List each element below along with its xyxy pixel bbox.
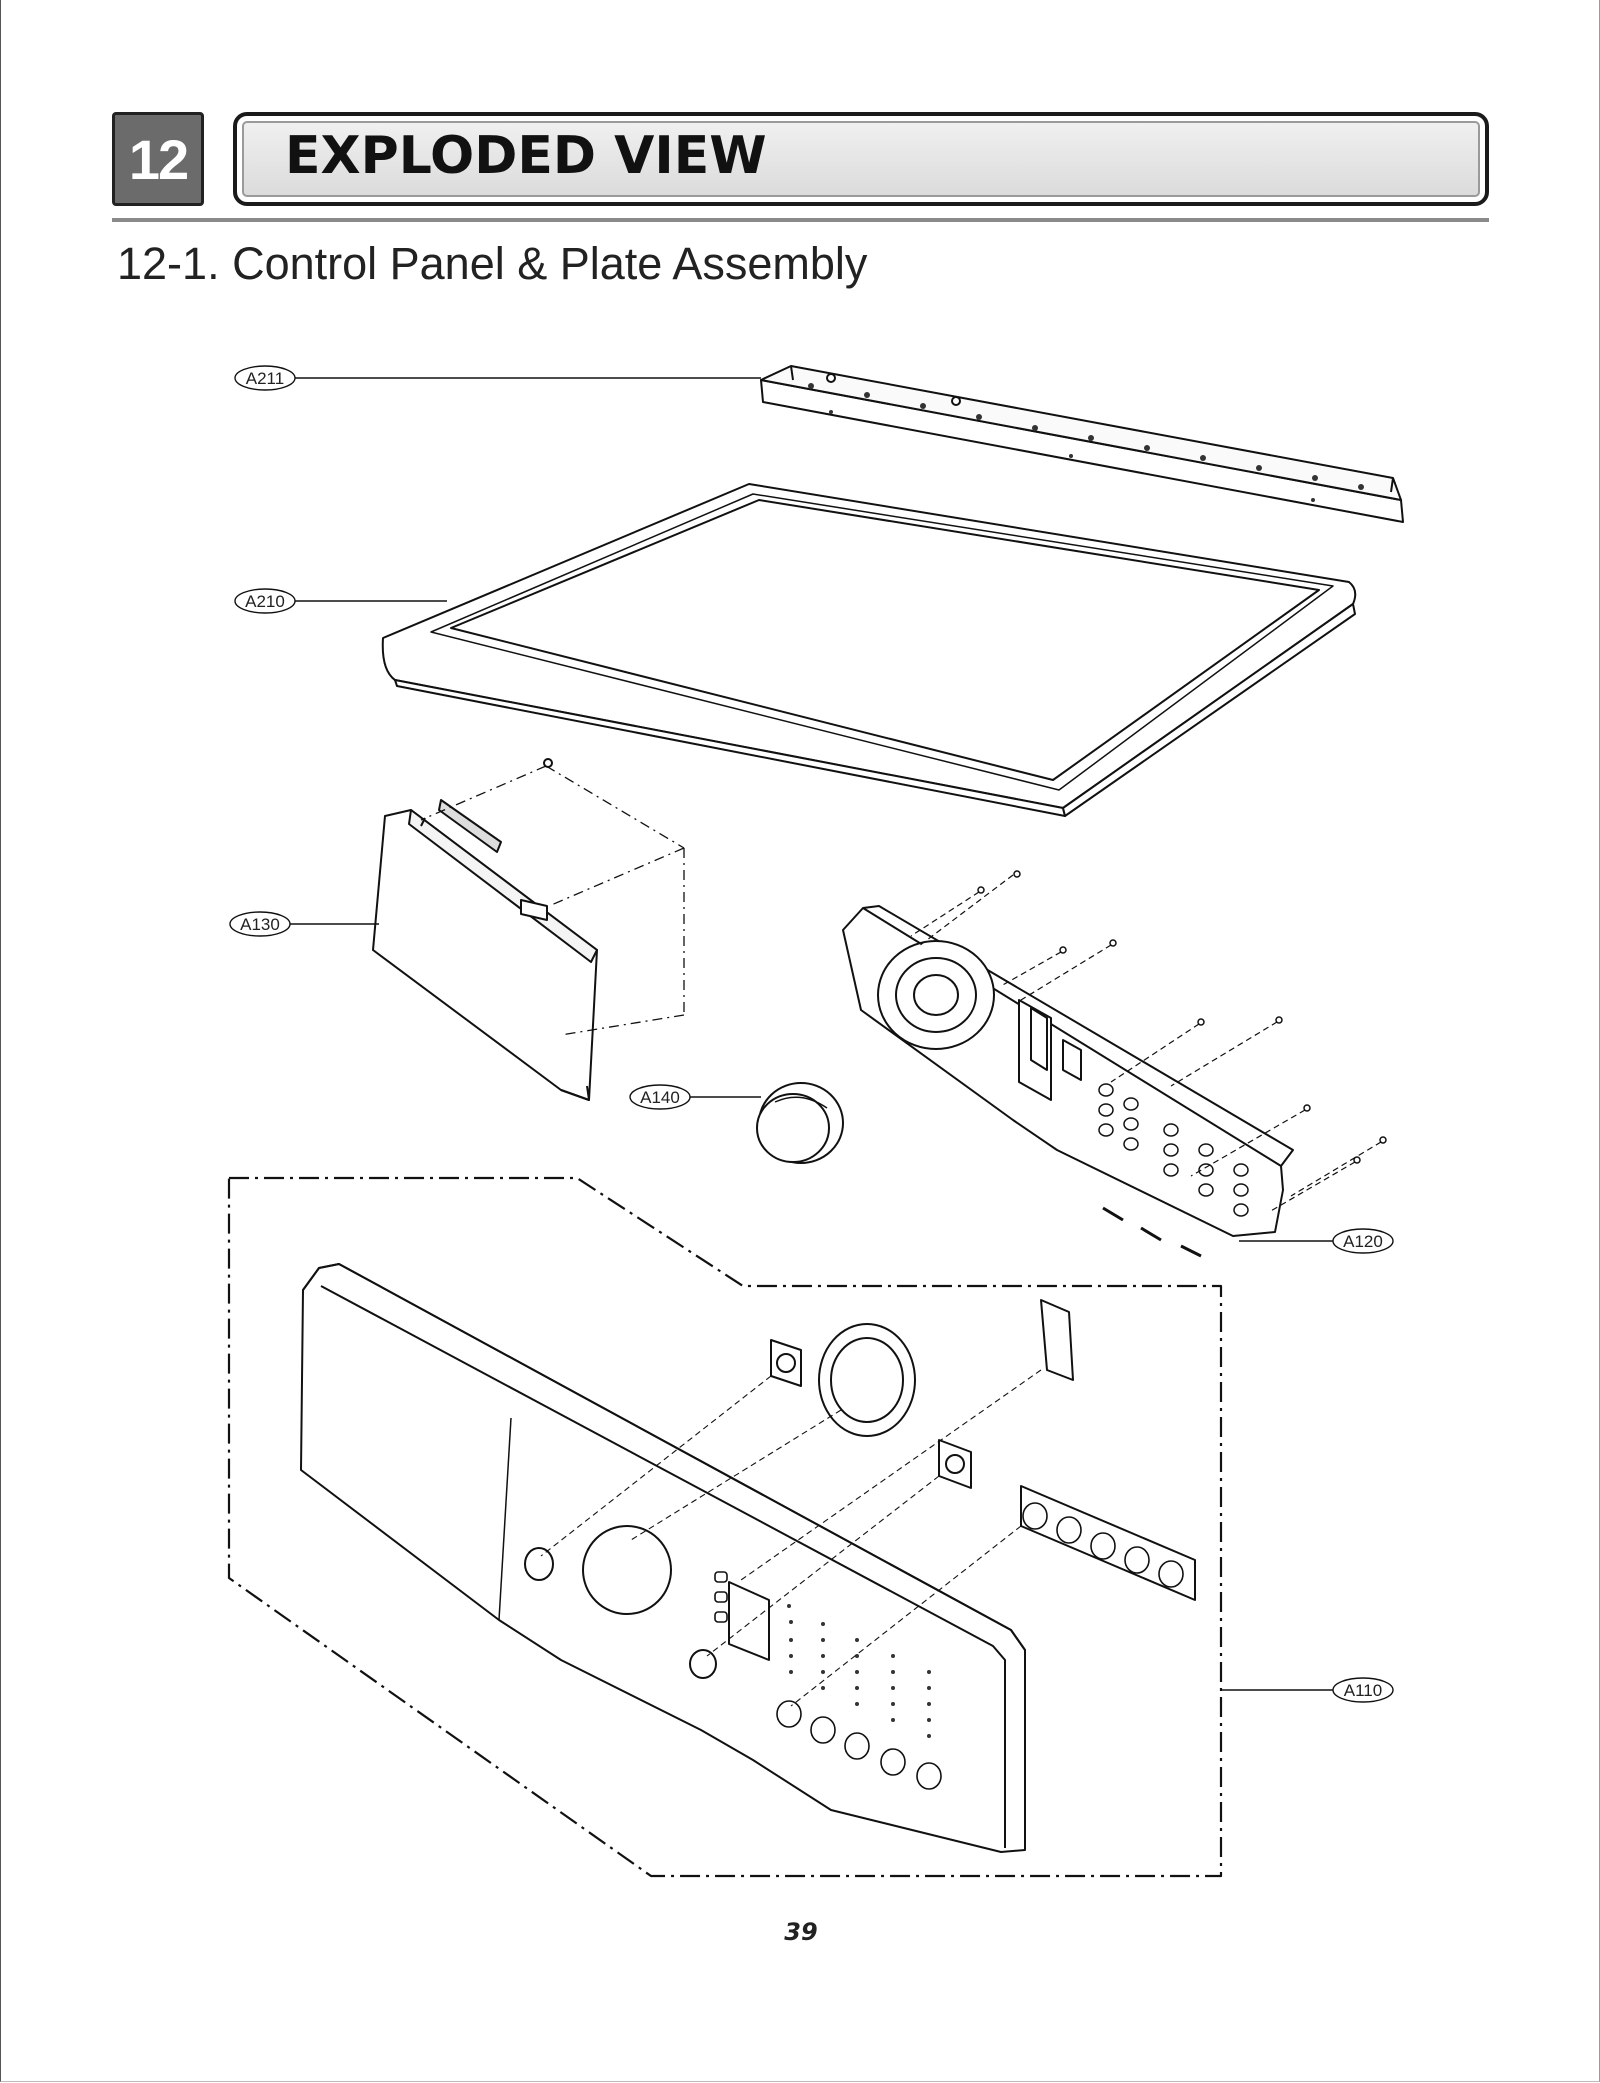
callout-label-a130: A130 — [240, 915, 280, 934]
part-a110-control-panel — [300, 1263, 1026, 1853]
part-a130-cover — [372, 758, 598, 1101]
part-a211-bracket — [760, 365, 1404, 523]
callout-label-a110: A110 — [1344, 1681, 1382, 1700]
callout-label-a140: A140 — [640, 1088, 680, 1107]
callout-a130: A130 — [229, 911, 379, 937]
page-number: 39 — [784, 1918, 818, 1946]
callout-a211: A211 — [234, 365, 761, 391]
title-divider — [112, 218, 1489, 222]
part-a210-top-plate — [381, 483, 1357, 817]
chapter-title-box: EXPLODED VIEW — [233, 112, 1489, 206]
callout-label-a210: A210 — [245, 592, 285, 611]
part-a140-knob — [756, 1082, 844, 1164]
callout-label-a211: A211 — [246, 369, 284, 388]
chapter-number-badge: 12 — [112, 112, 204, 206]
chapter-title: EXPLODED VIEW — [285, 126, 767, 186]
a110-subparts — [770, 1299, 1196, 1601]
callout-a120: A120 — [1239, 1228, 1394, 1254]
callout-a210: A210 — [234, 588, 447, 614]
callout-a140: A140 — [629, 1084, 761, 1110]
callout-label-a120: A120 — [1343, 1232, 1383, 1251]
callout-a110: A110 — [1221, 1677, 1394, 1703]
part-a120-pcb — [842, 905, 1294, 1258]
section-title: 12-1. Control Panel & Plate Assembly — [117, 238, 868, 289]
